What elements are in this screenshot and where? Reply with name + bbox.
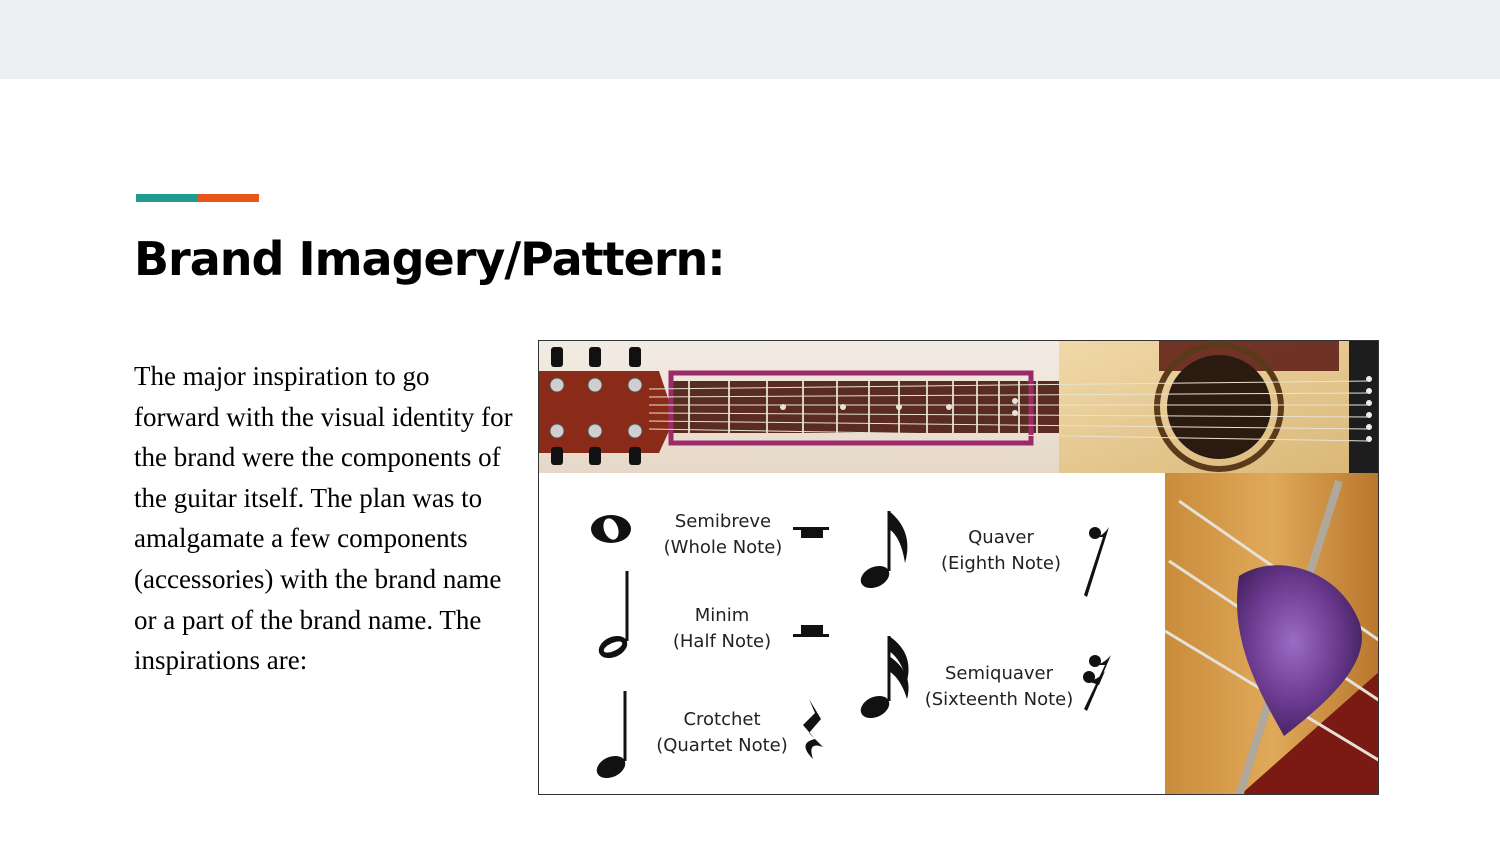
top-bar: [0, 0, 1500, 79]
note-label-crotchet: Crotchet: [683, 709, 760, 730]
note-label-quaver: Quaver: [968, 527, 1034, 548]
eighth-rest-icon: [1084, 527, 1109, 597]
minim-icon: [598, 571, 629, 659]
crotchet-icon: [596, 691, 627, 779]
quarter-rest-icon: [803, 699, 823, 759]
semibreve-icon: [591, 515, 631, 543]
note-label-crotchet-alt: (Quartet Note): [656, 735, 788, 756]
guitar-pick-icon: [1237, 565, 1362, 736]
note-label-semiquaver: Semiquaver: [945, 663, 1054, 684]
slide-title: Brand Imagery/Pattern:: [134, 232, 726, 286]
guitar-notes-image: Semibreve (Whole Note) Minim (Half Note)…: [538, 340, 1379, 795]
sixteenth-rest-icon: [1083, 655, 1111, 711]
accent-bar-teal: [136, 194, 198, 202]
accent-bar-orange: [198, 194, 259, 202]
quaver-icon: [860, 511, 908, 589]
guitar-neck-strip: [539, 341, 1378, 473]
half-rest-icon: [793, 625, 829, 637]
slide-body-text: The major inspiration to go forward with…: [134, 361, 513, 676]
semiquaver-icon: [860, 636, 909, 719]
guitar-pick-photo: [1164, 473, 1378, 794]
note-label-minim: Minim: [695, 605, 749, 626]
note-label-semibreve-alt: (Whole Note): [664, 537, 783, 558]
whole-rest-icon: [793, 527, 829, 538]
note-label-minim-alt: (Half Note): [673, 631, 771, 652]
note-label-semibreve: Semibreve: [675, 511, 771, 532]
note-label-quaver-alt: (Eighth Note): [941, 553, 1061, 574]
note-label-semiquaver-alt: (Sixteenth Note): [925, 689, 1074, 710]
